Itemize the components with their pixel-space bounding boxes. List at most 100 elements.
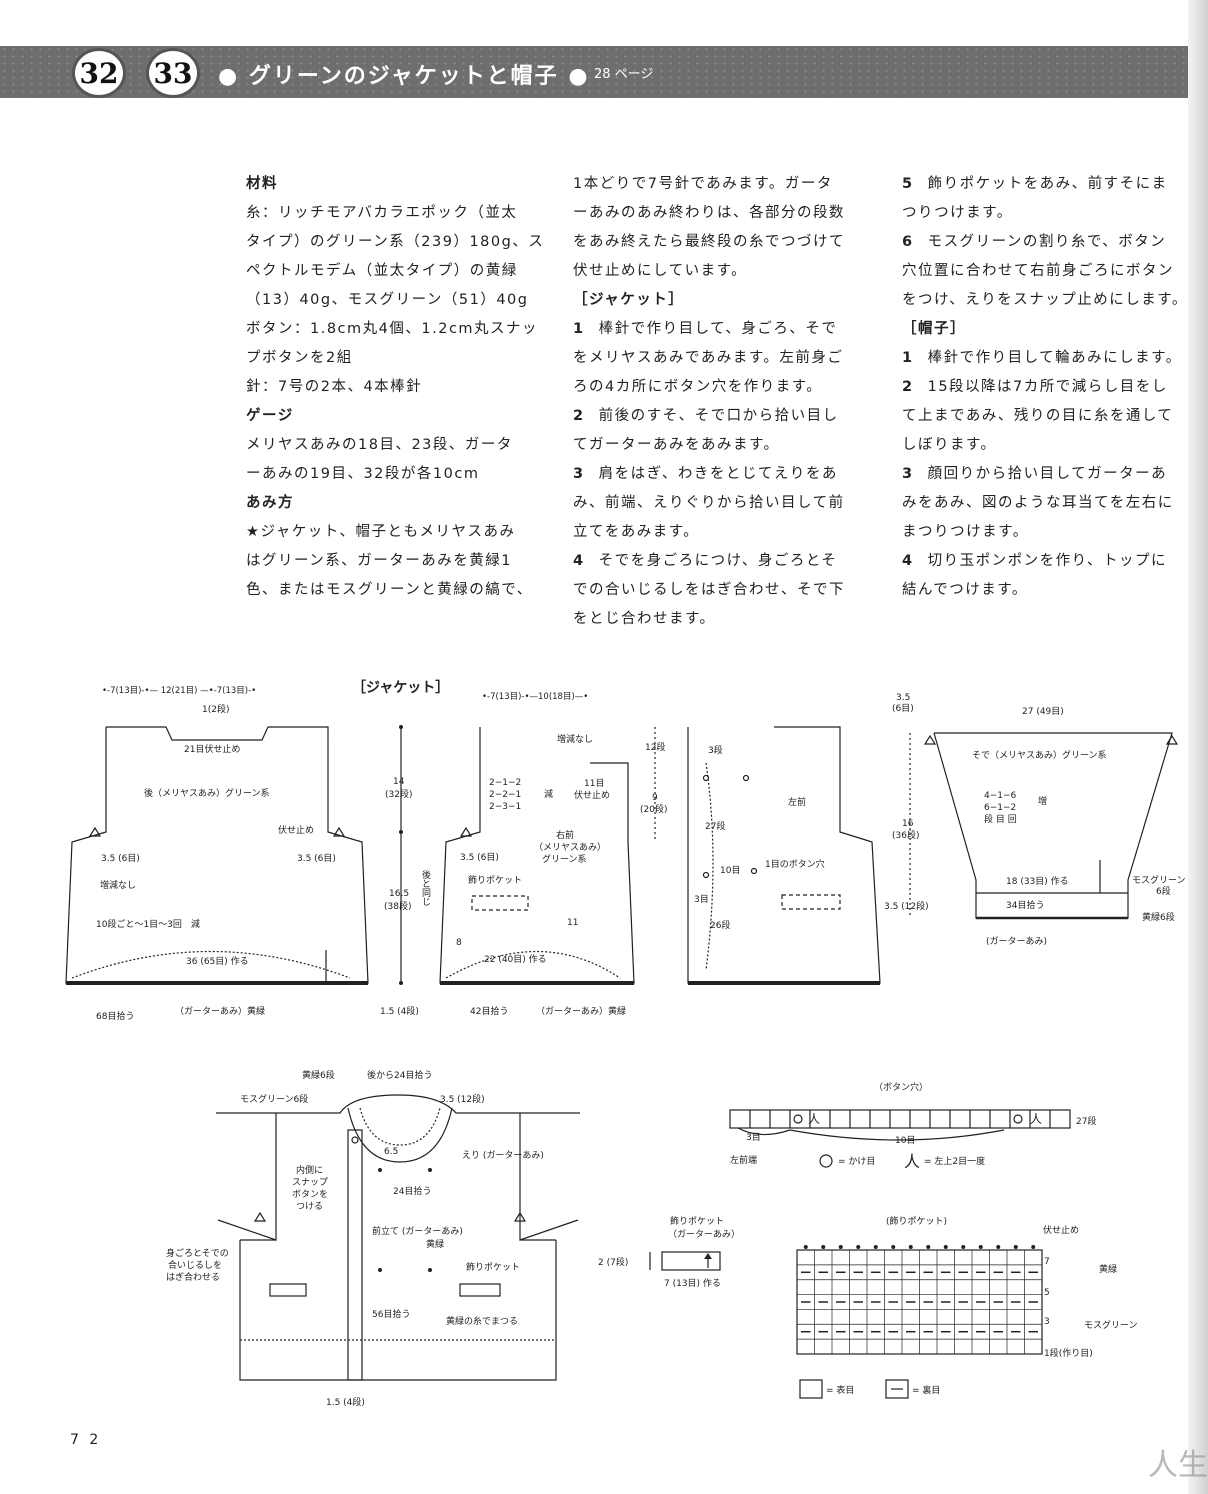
sleeve-top: 27 (49目) bbox=[1022, 706, 1064, 717]
method-heading: あみ方 bbox=[246, 495, 294, 511]
method-line: はグリーン系、ガーターあみを黄緑1 bbox=[246, 553, 512, 569]
materials-line: プボタンを2組 bbox=[246, 350, 353, 366]
materials-line: ペクトルモデム（並太タイプ）の黄緑 bbox=[246, 263, 518, 279]
front-cast-on: 22 (40目) 作る bbox=[484, 953, 547, 965]
sleeve-garter: (ガーターあみ) bbox=[986, 936, 1047, 947]
sleeve-diagram: 3.5 (6目) 27 (49目) そで（メリヤスあみ）グリーン系 4−1−6 … bbox=[884, 693, 1186, 947]
intro-line: 伏せ止めにしています。 bbox=[573, 263, 748, 279]
gauge-heading: ゲージ bbox=[246, 408, 294, 424]
step-line: ろの4カ所にボタン穴を作ります。 bbox=[573, 379, 823, 395]
step-line: み、前端、えりぐりから拾い目して前 bbox=[573, 495, 845, 511]
sleeve-inc-2: 6−1−2 bbox=[984, 803, 1016, 813]
pocket-chart: (飾りポケット) 伏せ止め 7 5 3 1段(作り目) 黄緑 モスグリーン = … bbox=[796, 1215, 1138, 1399]
front-dec-1: 2−1−2 bbox=[489, 778, 521, 788]
back-neck-rows: 1(2段) bbox=[202, 703, 229, 715]
back-decrease: 10段ごと〜1目〜3回 減 bbox=[96, 918, 200, 930]
assembly-pocket: 飾りポケット bbox=[466, 1261, 520, 1273]
back-arm-right: 3.5 (6目) bbox=[297, 853, 336, 864]
assembly-seam-2: 合いじるしを bbox=[168, 1259, 222, 1271]
step-line: て上まであみ、残りの目に糸を通して bbox=[902, 408, 1174, 424]
assembly-back-pick: 後から24目拾う bbox=[367, 1069, 432, 1081]
back-top-dims: •-7(13目)-•— 12(21目) —•-7(13目)-• bbox=[102, 686, 256, 696]
left-3: 3目 bbox=[694, 894, 709, 905]
buttonhole-3: 3目 bbox=[746, 1132, 761, 1143]
step-line: 結んでつけます。 bbox=[902, 582, 1028, 598]
left-btn-label: 1目のボタン穴 bbox=[765, 858, 825, 870]
front-height-8: 8 bbox=[456, 938, 462, 948]
sleeve-top-left: 3.5 bbox=[896, 693, 910, 703]
height-165-rows: (38段) bbox=[384, 900, 411, 912]
height-165: 16.5 bbox=[389, 889, 409, 899]
step-number: 4 bbox=[573, 553, 585, 569]
watermark: 人生 bbox=[1148, 1448, 1208, 1483]
pocket-chart-r7: 7 bbox=[1044, 1257, 1050, 1267]
back-label: 後（メリヤスあみ）グリーン系 bbox=[144, 787, 270, 799]
sleeve-inc-1: 4−1−6 bbox=[984, 791, 1017, 801]
step-number: 3 bbox=[902, 466, 914, 482]
sleeve-inc-label2: 段 目 回 bbox=[984, 813, 1017, 825]
front-dec-label: 減 bbox=[544, 788, 553, 800]
front-label-3: グリーン系 bbox=[542, 853, 587, 865]
method-line: ★ジャケット、帽子ともメリヤスあみ bbox=[246, 524, 516, 540]
front-bind2: 伏せ止め bbox=[574, 789, 610, 801]
assembly-pick24: 24目拾う bbox=[393, 1185, 431, 1197]
sleeve-cast-on: 18 (33目) 作る bbox=[1006, 875, 1069, 887]
legend-k2tog-symbol: 人 bbox=[904, 1152, 920, 1171]
assembly-band2: 黄緑 bbox=[426, 1238, 444, 1250]
materials-line: ボタン：1.8cm丸4個、1.2cm丸スナッ bbox=[246, 321, 539, 337]
sleeve-moss-rows: 6段 bbox=[1156, 885, 1171, 897]
left-btn-stitches: 10目 bbox=[720, 865, 740, 876]
legend-knit: = 表目 bbox=[826, 1384, 854, 1396]
step-number: 1 bbox=[573, 321, 585, 337]
front-label-1: 右前 bbox=[556, 829, 574, 841]
page-edge-shadow bbox=[1188, 0, 1208, 1494]
materials-heading: 材料 bbox=[246, 176, 278, 192]
intro-line: ーあみのあみ終わりは、各部分の段数 bbox=[573, 205, 845, 221]
step-line: をつけ、えりをスナップ止めにします。 bbox=[902, 292, 1188, 308]
sleeve-inc-label: 増 bbox=[1038, 795, 1047, 807]
page-number-badge-32: 32 bbox=[72, 48, 126, 98]
step-line: 立てをあみます。 bbox=[573, 524, 700, 540]
text-column-2: 1本どりで7号針であみます。ガータ ーあみのあみ終わりは、各部分の段数 をあみ終… bbox=[573, 170, 845, 634]
step-number: 2 bbox=[573, 408, 585, 424]
page-number: 7 2 bbox=[70, 1432, 102, 1448]
assembly-snap-1: 内側に bbox=[296, 1164, 323, 1176]
step-number: 1 bbox=[902, 350, 914, 366]
sleeve-yellow: 黄緑6段 bbox=[1142, 911, 1175, 923]
materials-line: 針：7号の2本、4本棒針 bbox=[246, 379, 423, 395]
step-line: をメリヤスあみであみます。左前身ご bbox=[573, 350, 844, 366]
materials-line: （13）40g、モスグリーン（51）40g bbox=[246, 292, 529, 308]
front-dec-2: 2−2−1 bbox=[489, 790, 521, 800]
intro-line: をあみ終えたら最終段の糸でつづけて bbox=[573, 234, 845, 250]
left-rows-26: 26段 bbox=[710, 919, 730, 931]
legend-purl: = 裏目 bbox=[912, 1384, 940, 1396]
back-garter: （ガーターあみ）黄緑 bbox=[175, 1005, 265, 1017]
method-line: 色、またはモスグリーンと黄緑の縞で、 bbox=[246, 582, 533, 598]
assembly-yellow6: 黄緑6段 bbox=[302, 1069, 335, 1081]
sleeve-h35: 3.5 (12段) bbox=[884, 900, 929, 912]
step-number: 2 bbox=[902, 379, 914, 395]
gauge-line: ーあみの19目、32段が各10cm bbox=[246, 466, 480, 482]
back-piece-diagram: •-7(13目)-•— 12(21目) —•-7(13目)-• 1(2段) 21… bbox=[65, 686, 369, 1022]
height-14-rows: (32段) bbox=[385, 788, 412, 800]
buttonhole-rows: 27段 bbox=[1076, 1115, 1096, 1127]
step-line: まつりつけます。 bbox=[902, 524, 1029, 540]
step-number: 4 bbox=[902, 553, 914, 569]
buttonhole-chart: 人 人 （ボタン穴） 27段 3目 10目 左前端 = かけ目 人 = 左上2目… bbox=[729, 1081, 1096, 1171]
front-bind: 11目 bbox=[584, 778, 604, 789]
back-cast-on: 36 (65目) 作る bbox=[186, 955, 249, 967]
pocket-small-diagram: 飾りポケット （ガーターあみ） 2 (7段) 7 (13目) 作る bbox=[598, 1215, 740, 1289]
left-label: 左前 bbox=[788, 796, 806, 808]
materials-line: タイプ）のグリーン系（239）180g、ス bbox=[246, 234, 545, 250]
back-no-change: 増減なし bbox=[100, 879, 136, 891]
step-number: 3 bbox=[573, 466, 585, 482]
left-rows-27: 27段 bbox=[705, 820, 725, 832]
pocket-chart-title: (飾りポケット) bbox=[886, 1215, 947, 1227]
